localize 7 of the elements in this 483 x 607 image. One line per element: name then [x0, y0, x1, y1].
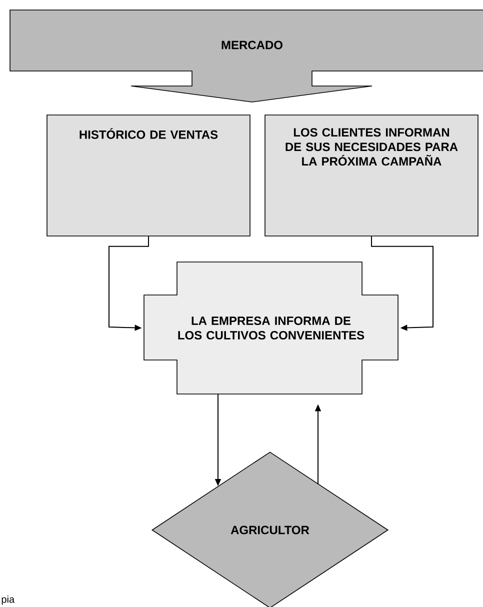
block-arrow-band: MERCADO	[10, 10, 483, 102]
arrow	[371, 236, 434, 331]
arrow	[108, 236, 149, 331]
footnote-text: pia	[2, 595, 15, 605]
process-box: HISTÓRICO DE VENTAS	[46, 114, 250, 236]
process-box: LA EMPRESA INFORMA DE LOS CULTIVOS CONVENIENTES	[144, 262, 398, 394]
process-box: LOS CLIENTES INFORMAN DE SUS NECESIDADES PARA LA PRÓXIMA CAMPAÑA	[264, 114, 478, 236]
